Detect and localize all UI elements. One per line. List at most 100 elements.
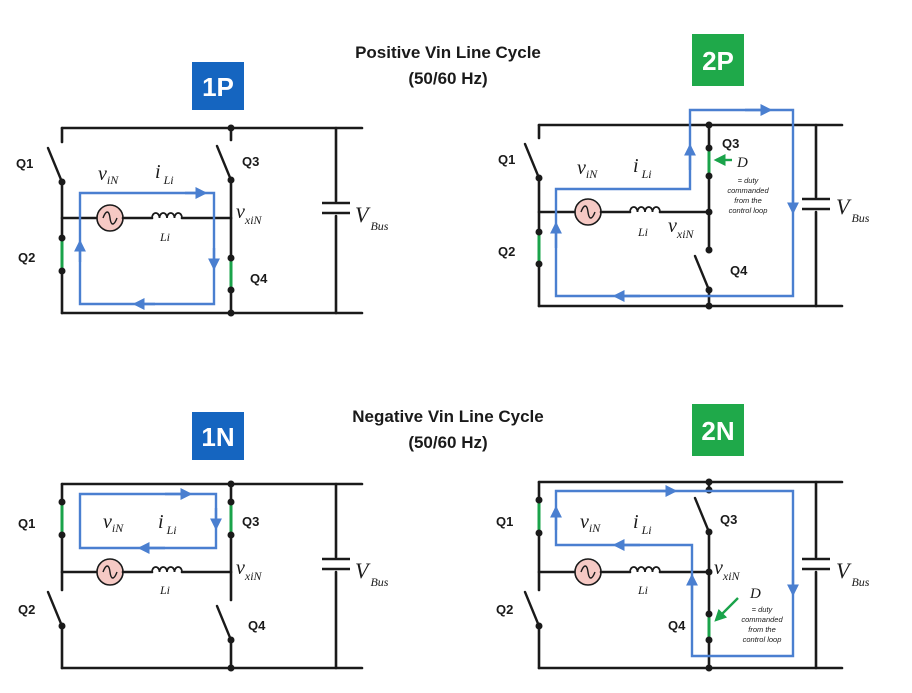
panel-2p: 2P D = duty commanded	[498, 34, 870, 310]
duty-note-2n-3: from the	[748, 625, 776, 634]
svg-text:Li: Li	[637, 583, 648, 597]
inductor-label-2p: Li	[637, 225, 648, 239]
current-sub-1n: Li	[166, 523, 177, 537]
panel-1p: 1P Q1 Q2 Q3 Q4	[16, 62, 389, 317]
svg-text:Q2: Q2	[18, 602, 35, 617]
svg-text:Q4: Q4	[730, 263, 748, 278]
vx-label-2n: v	[714, 557, 723, 579]
svg-text:Positive Vin Line Cycle: Positive Vin Line Cycle	[355, 43, 541, 62]
svg-text:control loop: control loop	[729, 206, 768, 215]
vin-sub-1n: iN	[112, 521, 124, 535]
svg-text:Q1: Q1	[496, 514, 513, 529]
svg-text:iLi: iLi	[633, 511, 652, 537]
current-label-2n: i	[633, 511, 639, 533]
vin-label-2n: v	[580, 511, 589, 533]
q1-label: Q1	[16, 156, 33, 171]
badge-2n-label: 2N	[701, 416, 734, 446]
q1-label-1n: Q1	[18, 516, 35, 531]
svg-text:Li: Li	[159, 230, 170, 244]
duty-note-2n-4: control loop	[743, 635, 782, 644]
svg-text:(50/60 Hz): (50/60 Hz)	[408, 69, 487, 88]
q1-label-2n: Q1	[496, 514, 513, 529]
svg-text:commanded: commanded	[741, 615, 783, 624]
duty-note-2p-2: commanded	[727, 186, 769, 195]
svg-text:from the: from the	[734, 196, 762, 205]
current-sub: Li	[163, 173, 174, 187]
vbus-sub-2n: Bus	[851, 575, 869, 589]
svg-text:Q1: Q1	[16, 156, 33, 171]
panel-2n: 2N D = duty commanded	[496, 404, 870, 672]
svg-text:vxiN: vxiN	[714, 557, 741, 583]
vin-sub: iN	[107, 173, 119, 187]
q3-label-1n: Q3	[242, 514, 259, 529]
current-label-1n: i	[158, 511, 164, 533]
vx-sub: xiN	[244, 213, 263, 227]
positive-title-line1: Positive Vin Line Cycle	[355, 43, 541, 62]
svg-text:Q3: Q3	[242, 154, 259, 169]
badge-1n-label: 1N	[201, 422, 234, 452]
badge-2p-label: 2P	[702, 46, 734, 76]
svg-text:Q3: Q3	[242, 514, 259, 529]
vin-label: v	[98, 163, 107, 185]
svg-text:= duty: = duty	[752, 605, 774, 614]
svg-text:Q1: Q1	[18, 516, 35, 531]
vbus-label-2p: V	[836, 194, 852, 219]
svg-text:control loop: control loop	[743, 635, 782, 644]
svg-text:Li: Li	[637, 225, 648, 239]
current-sub-2n: Li	[641, 523, 652, 537]
vx-sub-2n: xiN	[722, 569, 741, 583]
duty-note-2p-1: = duty	[738, 176, 760, 185]
svg-text:(50/60 Hz): (50/60 Hz)	[408, 433, 487, 452]
svg-text:viN: viN	[577, 157, 598, 181]
inductor-label: Li	[159, 230, 170, 244]
q4-label-2n: Q4	[668, 618, 686, 633]
svg-text:Q4: Q4	[250, 271, 268, 286]
current-sub-2p: Li	[641, 167, 652, 181]
vin-sub-2n: iN	[589, 521, 601, 535]
svg-text:D: D	[749, 586, 761, 602]
duty-note-2p-3: from the	[734, 196, 762, 205]
q2-label-2p: Q2	[498, 244, 515, 259]
duty-note-2n-2: commanded	[741, 615, 783, 624]
duty-symbol-2p: D	[736, 155, 748, 171]
q4-label: Q4	[250, 271, 268, 286]
badge-1p-label: 1P	[202, 72, 234, 102]
svg-text:viN: viN	[580, 511, 601, 535]
vbus-label-2n: V	[836, 558, 852, 583]
badge-1p	[192, 62, 244, 110]
svg-text:Q2: Q2	[18, 250, 35, 265]
negative-title-line2: (50/60 Hz)	[408, 433, 487, 452]
vbus-sub-1n: Bus	[370, 575, 388, 589]
vx-label-1n: v	[236, 557, 245, 579]
svg-text:iLi: iLi	[155, 161, 174, 187]
svg-text:Q3: Q3	[722, 136, 739, 151]
q3-label: Q3	[242, 154, 259, 169]
vbus-label-1n: V	[355, 558, 371, 583]
svg-text:Li: Li	[159, 583, 170, 597]
svg-text:Q4: Q4	[668, 618, 686, 633]
svg-text:viN: viN	[98, 163, 119, 187]
svg-text:Q3: Q3	[720, 512, 737, 527]
positive-title-line2: (50/60 Hz)	[408, 69, 487, 88]
vin-label-2p: v	[577, 157, 586, 179]
svg-text:Q2: Q2	[498, 244, 515, 259]
negative-title-line1: Negative Vin Line Cycle	[352, 407, 543, 426]
svg-text:iLi: iLi	[158, 511, 177, 537]
vx-sub-2p: xiN	[676, 227, 695, 241]
q2-label-2n: Q2	[496, 602, 513, 617]
duty-note-2p-4: control loop	[729, 206, 768, 215]
svg-text:commanded: commanded	[727, 186, 769, 195]
badge-2n	[692, 404, 744, 456]
svg-text:vxiN: vxiN	[668, 215, 695, 241]
svg-text:Q2: Q2	[496, 602, 513, 617]
vin-sub-2p: iN	[586, 167, 598, 181]
svg-text:vxiN: vxiN	[236, 557, 263, 583]
vbus-label: V	[355, 202, 371, 227]
vx-label: v	[236, 201, 245, 223]
duty-symbol-2n: D	[749, 586, 761, 602]
q4-label-2p: Q4	[730, 263, 748, 278]
